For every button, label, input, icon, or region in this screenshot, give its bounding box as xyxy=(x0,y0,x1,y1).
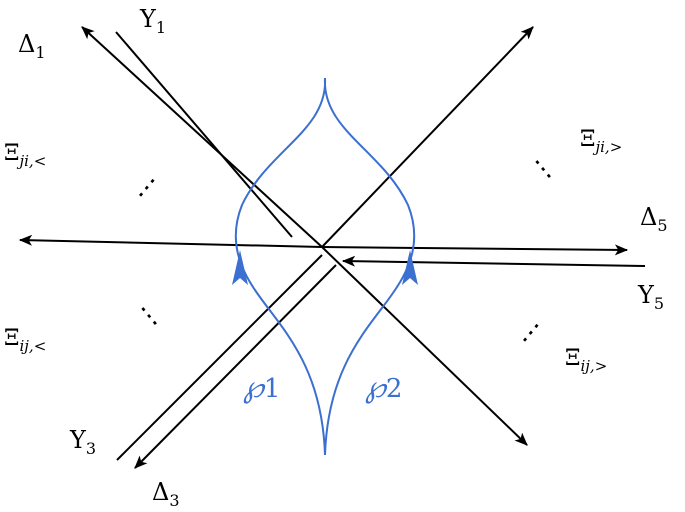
ellipsis-upper-right: ⋮ xyxy=(524,149,563,189)
label-upsilon3: Υ3 xyxy=(69,426,96,458)
label-delta3: Δ3 xyxy=(152,478,180,510)
ellipsis-upper-left: ⋮ xyxy=(127,168,166,208)
ray-upsilon1 xyxy=(115,31,293,238)
ray-lower-right xyxy=(321,246,528,446)
label-xi-ij-greater: Ξij,> xyxy=(565,346,607,375)
ray-upper-right xyxy=(321,26,534,248)
ellipsis-lower-right: ⋮ xyxy=(511,313,550,353)
label-delta5: Δ5 xyxy=(640,203,668,235)
label-xi-ji-less: Ξji,< xyxy=(4,141,46,170)
label-upsilon5: Υ5 xyxy=(637,281,664,313)
label-wp2: ℘2 xyxy=(365,370,402,405)
ellipsis-lower-left: ⋮ xyxy=(130,296,169,336)
contour-arrow-left xyxy=(232,250,248,285)
ray-delta3 xyxy=(134,264,337,469)
ray-upsilon3 xyxy=(116,254,323,461)
ray-upsilon5 xyxy=(341,255,646,267)
label-upsilon1: Υ1 xyxy=(139,5,166,37)
label-delta1: Δ1 xyxy=(18,30,46,62)
ray-left xyxy=(18,234,323,248)
label-xi-ij-less: Ξij,< xyxy=(4,326,46,355)
contour-arrow-right xyxy=(402,250,418,285)
contour-outer xyxy=(234,77,416,456)
label-wp1: ℘1 xyxy=(243,370,280,405)
ray-delta1 xyxy=(81,26,323,248)
ray-delta5 xyxy=(321,244,629,256)
label-xi-ji-greater: Ξji,> xyxy=(580,127,622,156)
